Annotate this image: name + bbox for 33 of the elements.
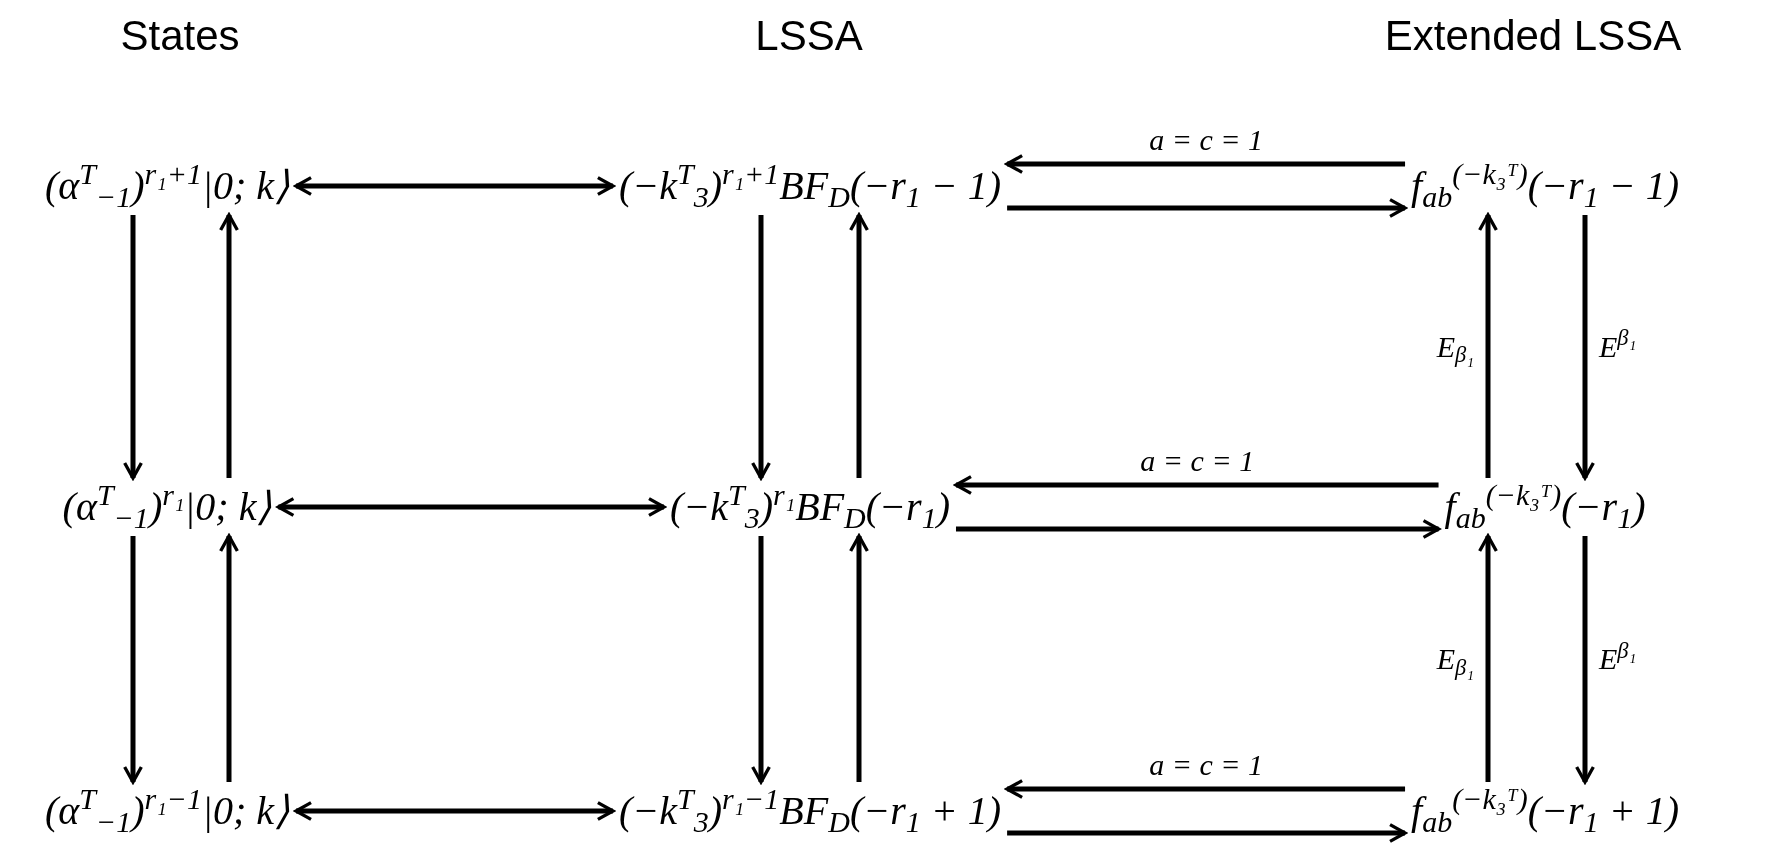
- arrow: [1478, 213, 1498, 478]
- math-expression: (−k$^{T}$$_{3}$)$^{r₁}$BF$_{D}$(−r$_{1}$): [670, 484, 950, 530]
- math-expression: (α$^{T}$$_{−1}$)$^{r₁}$|0; k⟩: [62, 484, 273, 530]
- arrow: [751, 215, 771, 480]
- arrow: [294, 176, 615, 196]
- arrow: [276, 497, 666, 517]
- math-expression: (α$^{T}$$_{−1}$)$^{r₁−1}$|0; k⟩: [45, 788, 290, 834]
- arrow: [1478, 534, 1498, 782]
- arrow: [1005, 779, 1406, 799]
- arrow: [1575, 536, 1595, 784]
- math-expression: (−k$^{T}$$_{3}$)$^{r₁+1}$BF$_{D}$(−r$_{1}$ − 1): [618, 163, 1002, 209]
- arrow: [1575, 215, 1595, 480]
- math-expression: (α$^{T}$$_{−1}$)$^{r₁+1}$|0; k⟩: [45, 163, 290, 209]
- arrow: [123, 215, 143, 480]
- arrow: [751, 536, 771, 784]
- arrow: [294, 801, 615, 821]
- arrow: [1007, 198, 1407, 218]
- math-expression: f$_{ab}$$^{(−k₃ᵀ)}$(−r$_{1}$): [1444, 484, 1646, 530]
- arrow: [123, 536, 143, 784]
- math-expression: f$_{ab}$$^{(−k₃ᵀ)}$(−r$_{1}$ + 1): [1411, 788, 1679, 834]
- math-expression: (−k$^{T}$$_{3}$)$^{r₁−1}$BF$_{D}$(−r$_{1}$ + 1): [618, 788, 1002, 834]
- math-expression: f$_{ab}$$^{(−k₃ᵀ)}$(−r$_{1}$ − 1): [1411, 163, 1679, 209]
- arrow: [849, 534, 869, 782]
- arrow: [219, 213, 239, 478]
- arrow: [219, 534, 239, 782]
- arrow: [954, 475, 1439, 495]
- arrow: [1007, 823, 1407, 843]
- column-heading: States: [120, 11, 240, 61]
- column-heading: Extended LSSA: [1384, 11, 1682, 61]
- arrow: [1005, 154, 1406, 174]
- column-heading: LSSA: [755, 11, 863, 61]
- arrow: [849, 213, 869, 478]
- arrow: [956, 519, 1441, 539]
